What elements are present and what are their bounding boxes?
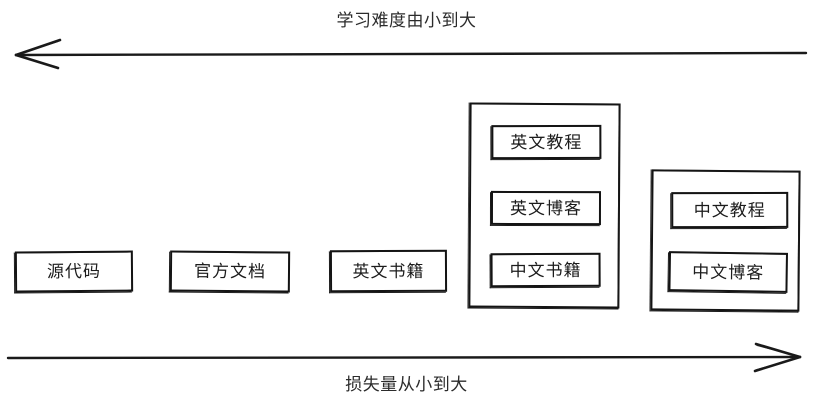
bottom-axis-arrow [6, 342, 802, 373]
top-axis-arrow [14, 38, 808, 70]
node-label: 官方文档 [193, 261, 267, 282]
node-label: 中文书籍 [509, 260, 582, 280]
node-label: 英文书籍 [352, 261, 425, 281]
node-chinese-books[interactable]: 中文书籍 [490, 252, 601, 288]
arrow-left-icon [14, 38, 808, 70]
node-english-blogs[interactable]: 英文博客 [490, 190, 602, 226]
bottom-axis-label: 损失量从小到大 [345, 375, 468, 394]
node-chinese-blogs[interactable]: 中文博客 [668, 251, 789, 293]
node-chinese-tutorials[interactable]: 中文教程 [671, 191, 789, 229]
node-label: 中文教程 [693, 200, 766, 220]
group-chinese-resources: 中文教程 中文博客 [650, 169, 801, 312]
node-english-books[interactable]: 英文书籍 [329, 249, 448, 293]
node-label: 英文博客 [509, 198, 583, 218]
node-official-docs[interactable]: 官方文档 [169, 250, 291, 293]
node-english-tutorials[interactable]: 英文教程 [491, 124, 602, 160]
arrow-right-icon [6, 342, 802, 373]
top-axis-label: 学习难度由小到大 [336, 11, 477, 30]
group-english-resources: 英文教程 英文博客 中文书籍 [468, 102, 621, 309]
node-label: 源代码 [46, 261, 102, 282]
node-source-code[interactable]: 源代码 [14, 250, 134, 293]
node-label: 英文教程 [510, 132, 583, 152]
node-label: 中文博客 [692, 261, 765, 283]
